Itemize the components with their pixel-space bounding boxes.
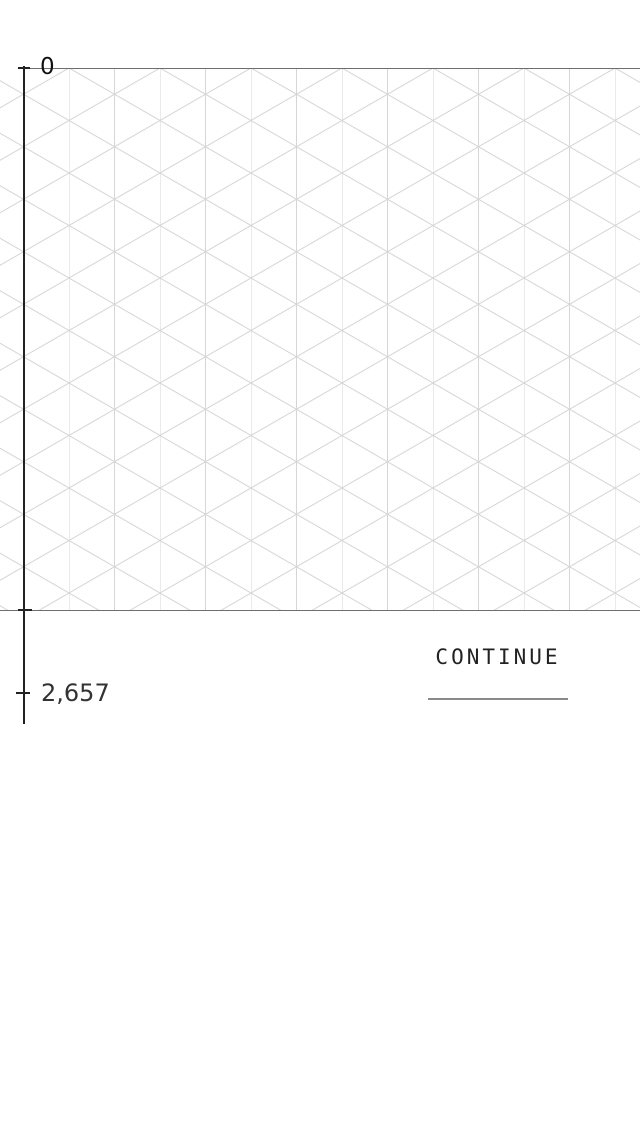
scale-tick-canvas-end	[18, 609, 32, 611]
isometric-grid-canvas[interactable]	[0, 68, 640, 611]
canvas-bottom-border	[0, 610, 640, 611]
scale-axis	[23, 66, 25, 724]
scale-tick-top	[18, 67, 30, 69]
continue-button[interactable]: CONTINUE	[428, 645, 568, 700]
isometric-grid-lines	[0, 68, 640, 611]
scale-top-label: 0	[40, 54, 55, 80]
scale-bottom-label: 2,657	[41, 679, 110, 707]
canvas-top-border	[24, 68, 640, 69]
scale-tick-bottom	[16, 692, 30, 694]
